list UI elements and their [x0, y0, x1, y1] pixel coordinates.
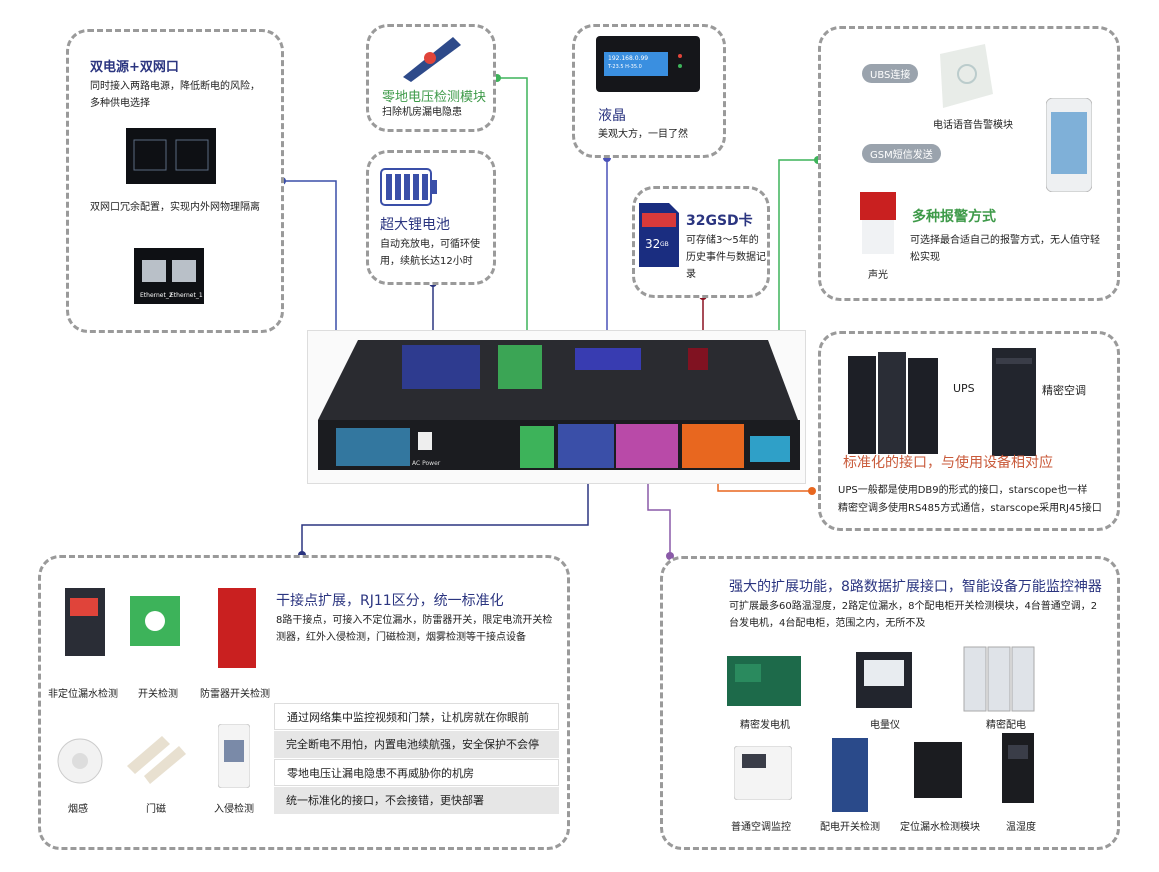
power-distribution-caption: 精密配电: [986, 720, 1026, 731]
interface-desc-ups: UPS一般都是使用DB9的形式的接口，starscope也一样: [838, 485, 1088, 496]
expansion-zone: [616, 424, 678, 468]
wire-expansion: [647, 468, 671, 556]
door-sensor-image: [127, 736, 186, 784]
leak-locate-module-caption: 定位漏水检测模块: [900, 822, 980, 833]
smoke-detector-caption: 烟感: [68, 804, 88, 815]
phone-alarm-module-image: [940, 44, 993, 108]
dual-network-desc: 双网口冗余配置，实现内外网物理隔离: [90, 202, 260, 213]
ups-cabinet-image: [848, 352, 938, 454]
wire-dry-contact: [301, 468, 589, 555]
power-switch[interactable]: [418, 432, 432, 450]
siren-caption: 声光: [868, 270, 888, 281]
sd-card-unit: GB: [660, 241, 669, 248]
smoke-detector-image: [57, 738, 103, 784]
pdu-switch-image: [832, 738, 868, 812]
interface-title: 标准化的接口，与使用设备相对应: [843, 455, 1053, 471]
dry-contact-zone: [520, 426, 554, 468]
interface-desc-ac: 精密空调多使用RS485方式通信，starscope采用RJ45接口: [838, 503, 1102, 514]
leak-detector-caption: 非定位漏水检测: [48, 689, 118, 700]
alarm-desc: 可选择最合适自己的报警方式，无人值守轻松实现: [910, 235, 1100, 263]
switch-detector-image: [130, 596, 180, 646]
leak-locate-module-image: [914, 742, 962, 798]
slogan-row-4: 统一标准化的接口，不会接错，更快部署: [274, 787, 559, 814]
power-meter-image: [856, 652, 912, 708]
ethernet-port-image: [134, 248, 204, 304]
battery-icon: [380, 168, 437, 206]
ac-monitor-caption: 普通空调监控: [731, 822, 791, 833]
lcd-screen-line2: T-23.5 H-35.0: [608, 64, 642, 70]
lcd-desc: 美观大方，一目了然: [598, 129, 688, 140]
sd-card-icon: [639, 203, 679, 267]
wire-zero-voltage: [497, 77, 528, 345]
zero-voltage-desc: 扫除机房漏电隐患: [382, 107, 462, 118]
expansion-desc: 可扩展最多60路温湿度，2路定位漏水，8个配电柜开关检测模块，4台普通空调，2台…: [729, 601, 1098, 629]
dual-power-title: 双电源+双网口: [90, 60, 179, 75]
phone-alarm-caption: 电话语音告警模块: [933, 120, 1013, 131]
switch-detector-caption: 开关检测: [138, 689, 178, 700]
slogan-row-3: 零地电压让漏电隐患不再威胁你的机房: [274, 759, 559, 786]
zero-voltage-zone: [498, 345, 542, 389]
dry-contact-desc: 8路干接点，可接入不定位漏水，防雷器开关，限定电流开关检测器，红外入侵检测，门磁…: [276, 615, 553, 643]
lcd-zone: [575, 348, 641, 370]
generator-caption: 精密发电机: [740, 720, 790, 731]
monitor-device: [318, 340, 800, 470]
ubs-connection-pill: UBS连接: [862, 64, 919, 83]
db9-zone: [682, 424, 744, 468]
ac-monitor-image: [734, 746, 792, 800]
temp-humidity-caption: 温湿度: [1006, 822, 1036, 833]
precision-ac-label: 精密空调: [1042, 384, 1086, 397]
dual-power-desc: 同时接入两路电源，降低断电的风险，多种供电选择: [90, 81, 260, 109]
rj45-zone: [750, 436, 790, 462]
sd-zone: [688, 348, 708, 370]
battery-title: 超大锂电池: [380, 217, 450, 233]
intrusion-detector-image: [218, 724, 250, 788]
sd-title: 32GSD卡: [686, 213, 753, 229]
temp-humidity-image: [1002, 733, 1034, 803]
zero-voltage-module-image: [403, 37, 461, 82]
power-distribution-image: [963, 646, 1035, 712]
surge-protector-caption: 防雷器开关检测: [200, 689, 270, 700]
slogan-row-1: 通过网络集中监控视频和门禁，让机房就在你眼前: [274, 703, 559, 730]
power-socket-image: [126, 128, 216, 184]
lcd-screen-line1: 192.168.0.99: [608, 55, 649, 62]
zero-voltage-title: 零地电压检测模块: [382, 90, 487, 105]
ethernet-1-label: Ethernet_1: [170, 292, 203, 299]
lcd-title: 液晶: [598, 108, 626, 124]
generator-image: [727, 656, 801, 706]
sd-card-capacity: 32: [645, 237, 661, 251]
ups-label: UPS: [953, 382, 975, 395]
intrusion-detector-caption: 入侵检测: [214, 804, 254, 815]
slogan-row-2: 完全断电不用怕，内置电池续航强，安全保护不会停: [274, 731, 559, 758]
sd-desc: 可存储3～5年的历史事件与数据记录: [686, 235, 766, 280]
lcd-screen-image: [596, 36, 700, 92]
battery-zone: [402, 345, 480, 389]
leak-detector-image: [65, 588, 105, 656]
wire-dot-interface: [808, 487, 816, 495]
gsm-sms-pill: GSM短信发送: [862, 144, 941, 163]
expansion-title: 强大的扩展功能，8路数据扩展接口，智能设备万能监控神器: [729, 579, 1102, 595]
alarm-title: 多种报警方式: [912, 209, 996, 225]
rj11-zone: [558, 424, 614, 468]
siren-image: [860, 192, 896, 254]
dry-contact-title: 干接点扩展，RJ11区分，统一标准化: [276, 593, 504, 609]
ethernet-2-label: Ethernet_2: [140, 292, 173, 299]
precision-ac-image: [992, 348, 1036, 456]
door-sensor-caption: 门磁: [146, 804, 166, 815]
zero-voltage-panel: [366, 24, 496, 132]
surge-protector-image: [218, 588, 256, 668]
power-meter-caption: 电量仪: [870, 720, 900, 731]
power-zone: [336, 428, 410, 466]
mobile-phone-image: [1046, 98, 1092, 192]
battery-desc: 自动充放电，可循环使用，续航长达12小时: [380, 239, 480, 267]
pdu-switch-caption: 配电开关检测: [820, 822, 880, 833]
ac-power-label: AC Power: [412, 460, 441, 467]
